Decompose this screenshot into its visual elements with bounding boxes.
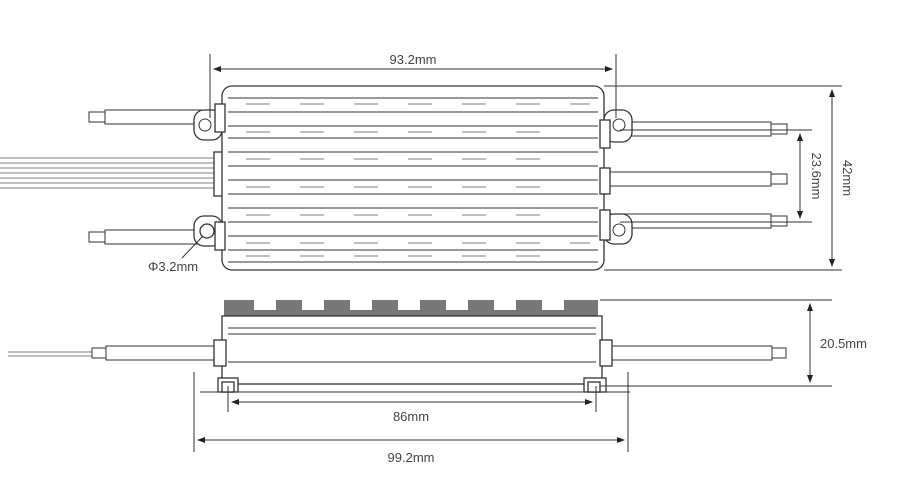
heatsink-fins-side xyxy=(224,300,598,316)
dimension-overall-length: 99.2mm xyxy=(193,372,629,465)
dimension-wire-spacing: 23.6mm xyxy=(620,129,824,223)
signal-ribbon-cable xyxy=(0,157,218,189)
right-power-wire-top xyxy=(604,121,788,137)
left-connector-bottom xyxy=(214,221,226,251)
side-right-wire-tip xyxy=(771,347,787,359)
right-connector-bottom xyxy=(599,209,611,241)
dimension-label-top-length: 93.2mm xyxy=(390,52,437,67)
side-right-connector xyxy=(599,339,613,367)
mounting-foot-right xyxy=(583,377,607,393)
esc-body-side xyxy=(221,315,603,385)
side-left-connector xyxy=(213,339,227,367)
side-left-wire-tip xyxy=(91,347,107,359)
side-right-wire xyxy=(605,345,773,361)
dimension-mount-spacing: 86mm xyxy=(227,386,597,424)
dimension-label-height: 20.5mm xyxy=(820,336,867,351)
right-power-wire-middle xyxy=(604,171,788,187)
side-view: 20.5mm 86mm 99.2mm xyxy=(8,299,867,465)
left-connector-top xyxy=(214,103,226,133)
dimension-label-wire-spacing: 23.6mm xyxy=(809,153,824,200)
dimension-hole-diameter: Φ3.2mm xyxy=(148,235,204,274)
right-connector-top xyxy=(599,119,611,149)
right-connector-middle xyxy=(599,167,611,195)
top-view: 93.2mm 23.6mm 42mm Φ3.2mm xyxy=(0,52,855,274)
esc-body-top xyxy=(221,85,605,271)
dimension-label-overall-length: 99.2mm xyxy=(388,450,435,465)
heatsink-fins-top xyxy=(228,97,598,263)
left-power-wire-bottom xyxy=(88,229,218,245)
dimension-width: 42mm xyxy=(604,85,855,271)
dimension-label-width: 42mm xyxy=(840,160,855,196)
dimension-label-mount-spacing: 86mm xyxy=(393,409,429,424)
dimension-label-hole-diameter: Φ3.2mm xyxy=(148,259,198,274)
dimension-height: 20.5mm xyxy=(600,299,867,387)
side-left-wire xyxy=(105,345,217,361)
